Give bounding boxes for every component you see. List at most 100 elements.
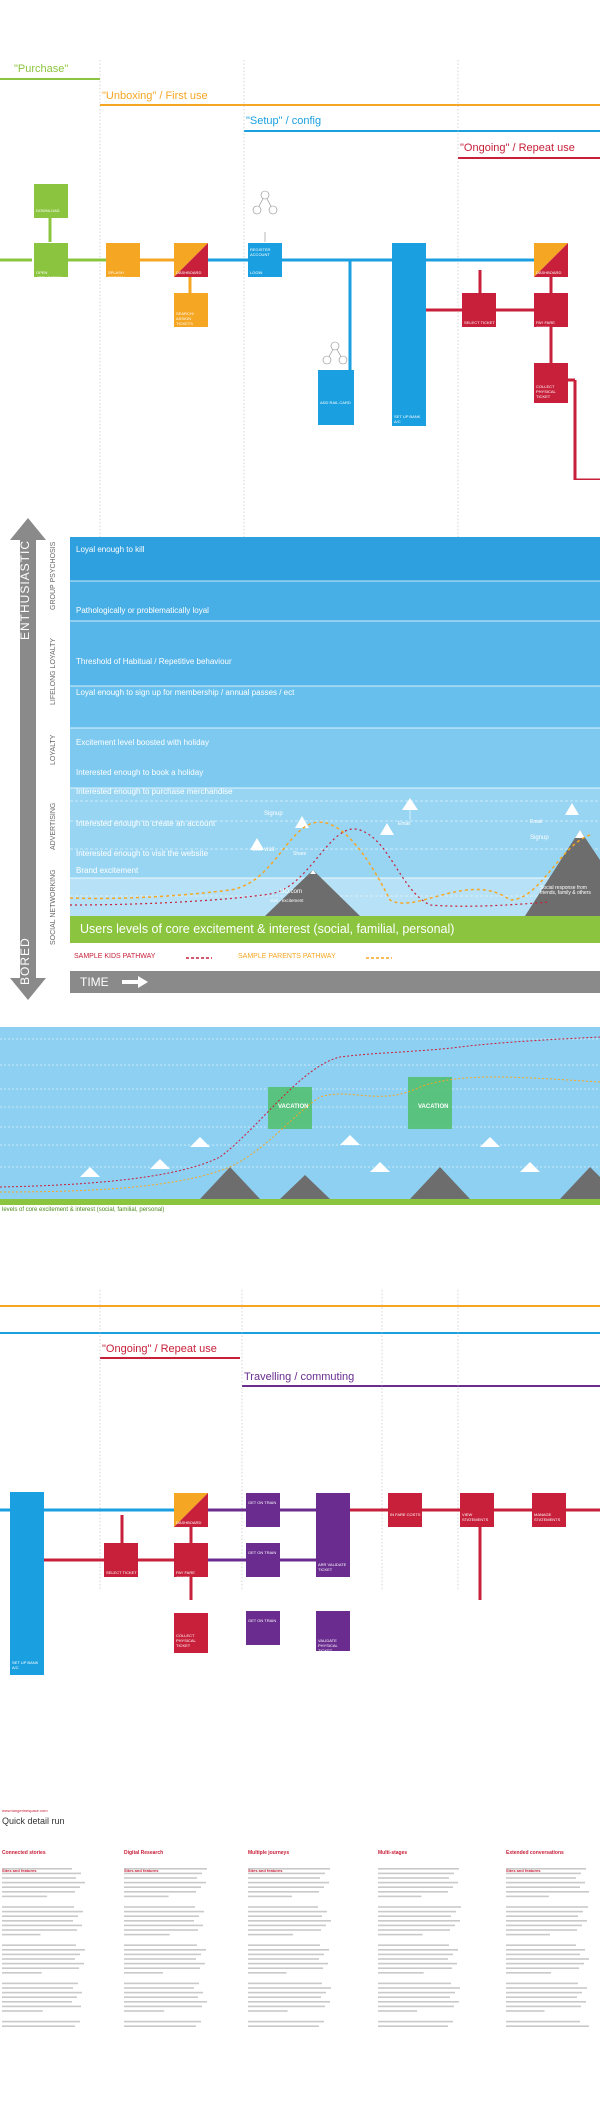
footer-text-line [248,1895,292,1898]
get-on-train-1-label: GET ON TRAIN [248,1500,277,1505]
open-application-step [34,243,68,277]
footer-text-line [506,1949,585,1951]
time-arrow-icon [122,976,148,988]
footer-text-line [2,1915,78,1917]
footer-text-line [124,2020,201,2023]
footer-text-line [124,1982,199,1985]
group-social-networking-label: SOCIAL NETWORKING [50,869,57,945]
footer-text-line [506,1933,550,1936]
footer-text-line [506,1972,552,1974]
footer-text-line [506,1877,576,1879]
footer-text-line [506,1962,584,1965]
footer-text-line [2,1967,79,1969]
footer-text-line [506,2005,581,2008]
annot-social-response: Social response from friends, family & o… [540,885,591,896]
bottom-dashboard-step [174,1493,208,1527]
dashboard-label: DASHBOARD [176,270,202,275]
bottom-collect-ticket-label: COLLECT PHYSICAL TICKET [176,1633,196,1648]
footer-text-line [378,1996,450,1998]
footer-col-2-title: Digital Research [124,1850,164,1856]
footer-text-line [2,1944,76,1946]
footer-text-line [506,1991,582,1994]
footer-text-line [248,1877,320,1879]
footer-text-line [378,2010,418,2012]
phase-ongoing: "Ongoing" / Repeat use [460,142,575,154]
footer-text-line [248,1929,321,1931]
footer-text-line [248,1982,322,1985]
level-pathological: Pathologically or problematically loyal [76,606,209,615]
footer-text-line [506,1987,587,1989]
level-create-account: Interested enough to create an account [76,819,216,828]
validate-physical-ticket-step [316,1611,350,1651]
band-group-psychosis [70,537,600,581]
bottom-dashboard-label: DASHBOARD [176,1520,202,1525]
footer-text-line [506,1891,589,1893]
footer-text-line [2,1987,73,1989]
footer-text-line [124,1933,170,1936]
footer-text-line [248,1920,331,1922]
footer-text-line [124,2010,165,2012]
pathway-graphic [70,798,600,916]
band-membership [70,686,600,728]
footer-text-line [378,1910,456,1913]
footer-text-line [506,1872,581,1875]
footer-text-line [248,1962,328,1965]
footer-text-line [2,1982,78,1985]
footer-col-1-sub: Sites and features [2,1868,37,1874]
footer-text-line [506,2025,589,2027]
footer-text-line [248,1967,323,1969]
footer-text-line [378,1891,448,1893]
annot-email: Email [398,821,411,827]
open-application-label: OPEN APPLICATION [36,270,63,280]
annot-uo-com: UO.com [280,889,303,895]
phase-ongoing-line [458,157,600,159]
enthusiasm-axis [10,518,46,1000]
footer-text-line [248,2010,288,2012]
footer-text-line [2,1953,80,1956]
footer-text-line [378,1915,451,1917]
footer-text-line [248,1868,330,1870]
footer-text-line [2,1906,74,1908]
in-fare-costs-step [388,1493,422,1527]
footer-col-5-sub: Sites and features [506,1868,541,1874]
pay-fare-costs-step [534,293,568,327]
validate-physical-ticket-label: VALIDATE PHYSICAL TICKET [318,1638,338,1653]
search-assign-tickets-label: SEARCH/ ASSIGN TICKETS [176,311,194,326]
footer-text-line [124,1962,205,1965]
band-threshold [70,621,600,686]
collect-physical-ticket-label: COLLECT PHYSICAL TICKET [536,384,556,399]
footer-text-line [378,1920,460,1922]
register-account-step [248,243,282,277]
footer-text-line [2,1929,77,1931]
footer-col-3-title: Multiple journeys [248,1850,290,1856]
phase-purchase-line [0,78,100,80]
footer-col-3-sub: Sites and features [248,1868,283,1874]
bottom-connectors [0,1508,600,1600]
footer-text-line [124,1868,207,1870]
manage-statements-step [532,1493,566,1527]
excitement-banner [70,916,600,943]
get-on-train-1-step [246,1493,280,1527]
footer-text-line [2,2005,81,2008]
footer-text-line [248,1987,331,1989]
download-label: DOWNLOAD [36,208,60,213]
phase-unboxing-line [100,104,600,106]
footer-text-line [248,1953,324,1956]
footer-text-line [124,1877,197,1879]
phase-setup: "Setup" / config [246,115,322,127]
splash-screen-step [106,243,140,277]
add-rail-card-step [318,370,354,425]
footer-text-line [248,2025,319,2027]
footer-text-line [248,1972,287,1974]
bottom-select-ticket-label: SELECT TICKET [106,1570,137,1575]
footer-text-line [506,1967,579,1969]
annot-email-2: Email [530,819,543,825]
band-advertising [70,788,600,878]
dashboard-step [174,243,208,277]
footer-text-line [506,1953,580,1956]
time-bar [70,971,600,993]
footer-text-line [2,1949,85,1951]
footer-col-4: Multi-stages [378,1850,460,1868]
footer-text-line [2,1881,85,1884]
bottom-pay-fare-step [174,1543,208,1577]
